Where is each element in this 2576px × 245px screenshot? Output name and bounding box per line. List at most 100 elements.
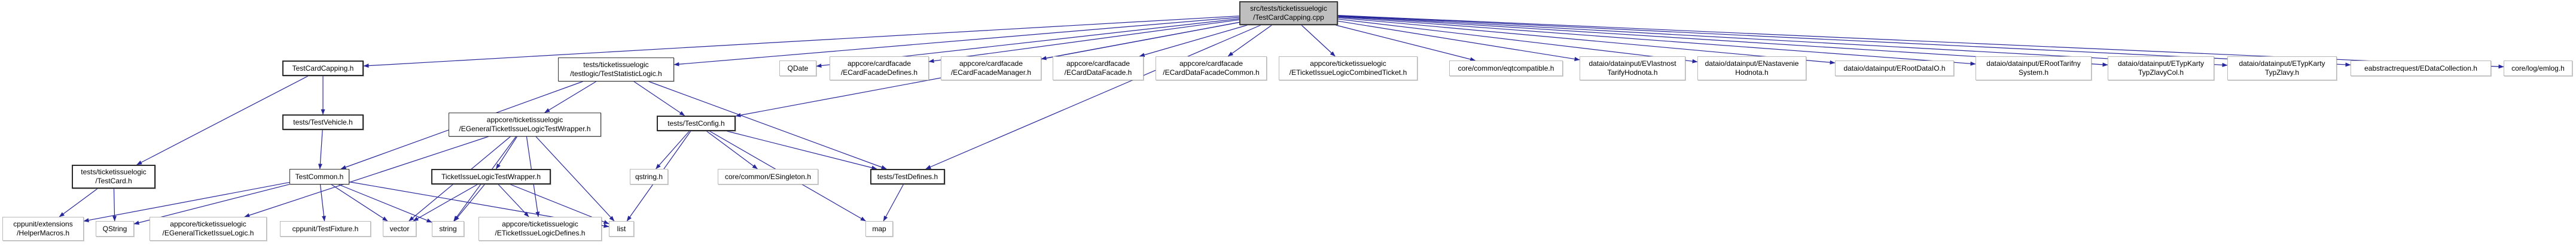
graph-node-label: tests/TestVehicle.h <box>293 117 353 126</box>
graph-node-label: TypZlavy.h <box>2264 68 2300 77</box>
include-edge-root-to-ecardfacademanager <box>1041 22 1240 61</box>
graph-node-label: dataio/datainput/ERootDataIO.h <box>1843 63 1946 72</box>
graph-node-eqtcompatible: core/common/eqtcompatible.h <box>1449 61 1563 76</box>
graph-node-label: dataio/datainput/ENastavenie <box>1705 59 1799 68</box>
graph-node-testdefines[interactable]: tests/TestDefines.h <box>870 169 945 184</box>
graph-node-label: appcore/ticketissuelogic <box>502 220 578 228</box>
graph-node-ecardfacadedefines: appcore/cardfacade/ECardFacadeDefines.h <box>830 56 929 80</box>
graph-node-label: map <box>872 224 886 233</box>
graph-node-helpermacros: cppunit/extensions/HelperMacros.h <box>2 217 84 241</box>
graph-node-label: appcore/ticketissuelogic <box>170 220 246 228</box>
graph-node-string: string <box>432 221 464 237</box>
graph-node-eticketcombined: appcore/ticketissuelogic/ETicketIssueLog… <box>1279 56 1417 80</box>
graph-node-label: /TestCardCapping.cpp <box>1253 13 1324 22</box>
graph-node-label: appcore/ticketissuelogic <box>1310 59 1386 68</box>
include-edge-teststatisticlogic-to-testconfig <box>633 81 685 116</box>
graph-node-label: TestCommon.h <box>295 172 344 181</box>
graph-node-label: tests/TestConfig.h <box>667 119 725 128</box>
include-edge-root-to-ecardfacadedefines <box>928 19 1240 63</box>
graph-node-label: cppunit/TestFixture.h <box>292 224 359 233</box>
graph-node-vector: vector <box>383 221 416 237</box>
graph-node-egeneralticketissuelogic: appcore/ticketissuelogic/EGeneralTicketI… <box>150 217 267 241</box>
graph-node-emlog: core/log/emlog.h <box>2504 61 2572 76</box>
graph-node-testcard[interactable]: tests/ticketissuelogic/TestCard.h <box>72 165 156 189</box>
graph-node-qstring_q: QString <box>96 221 134 237</box>
graph-node-testcommon[interactable]: TestCommon.h <box>289 169 349 184</box>
graph-node-testcardcapping_h[interactable]: TestCardCapping.h <box>282 61 364 76</box>
graph-node-ecarddatafacadecommon: appcore/cardfacade/ECardDataFacadeCommon… <box>1156 56 1267 80</box>
include-edge-testcommon-to-vector <box>331 184 388 222</box>
graph-node-label: dataio/datainput/ETypKarty <box>2239 59 2325 68</box>
graph-node-label: tests/ticketissuelogic <box>583 61 649 69</box>
graph-node-root: src/tests/ticketissuelogic/TestCardCappi… <box>1239 1 1338 25</box>
include-edge-testcard-to-helpermacros <box>59 188 98 217</box>
graph-node-edatacollection: eabstractrequest/EDataCollection.h <box>2351 61 2491 76</box>
graph-node-label: TypZlavyCol.h <box>2138 68 2184 77</box>
graph-node-label: QString <box>102 224 127 233</box>
include-edge-root-to-evlastnost <box>1337 20 1580 61</box>
graph-node-label: appcore/cardfacade <box>1179 59 1243 68</box>
graph-node-qstring_h: qstring.h <box>630 169 668 184</box>
include-edge-testcommon-to-testfixture <box>319 184 327 222</box>
graph-node-label: /testlogic/TestStatisticLogic.h <box>570 69 662 78</box>
graph-node-label: core/common/ESingleton.h <box>724 172 812 181</box>
graph-node-testvehicle[interactable]: tests/TestVehicle.h <box>282 114 364 130</box>
graph-node-egeneralwrapper[interactable]: appcore/ticketissuelogic/EGeneralTicketI… <box>449 113 601 137</box>
include-edge-root-to-testcardcapping_h <box>363 16 1240 68</box>
include-edge-testcardcapping_h-to-testcard <box>136 75 309 165</box>
include-edge-testcommon-to-string <box>338 184 432 223</box>
graph-node-erootdataio: dataio/datainput/ERootDataIO.h <box>1835 61 1954 76</box>
graph-node-label: list <box>617 224 626 233</box>
graph-node-label: /ETicketIssueLogicDefines.h <box>495 229 586 237</box>
include-edge-root-to-eroottarifny <box>1337 16 1976 66</box>
graph-node-label: appcore/cardfacade <box>1066 59 1130 68</box>
graph-node-ecarddatafacade: appcore/cardfacade/ECardDataFacade.h <box>1053 56 1144 80</box>
graph-node-label: /EGeneralTicketIssueLogicTestWrapper.h <box>459 125 591 133</box>
include-edge-root-to-erootdataio <box>1337 17 1836 65</box>
graph-node-testfixture: cppunit/TestFixture.h <box>280 221 371 237</box>
graph-node-label: /ETicketIssueLogicCombinedTicket.h <box>1289 68 1407 77</box>
graph-node-label: /ECardFacadeDefines.h <box>840 68 918 77</box>
graph-node-label: string <box>439 224 457 233</box>
include-edge-root-to-eqtcompatible <box>1336 25 1476 62</box>
graph-node-label: appcore/cardfacade <box>847 59 911 68</box>
graph-node-label: System.h <box>2018 68 2048 77</box>
graph-node-label: core/log/emlog.h <box>2511 63 2565 72</box>
graph-node-esingleton: core/common/ESingleton.h <box>718 169 818 184</box>
include-edge-testconfig-to-testdefines <box>727 131 877 170</box>
include-edge-teststatisticlogic-to-testdefines <box>648 81 887 170</box>
graph-node-label: TarifyHodnota.h <box>1607 68 1658 77</box>
graph-node-label: dataio/datainput/EVlastnost <box>1589 59 1676 68</box>
graph-node-teststatisticlogic[interactable]: tests/ticketissuelogic/testlogic/TestSta… <box>558 58 674 81</box>
graph-node-qdate: QDate <box>779 61 816 76</box>
graph-node-label: src/tests/ticketissuelogic <box>1250 4 1327 13</box>
graph-node-label: eabstractrequest/EDataCollection.h <box>2364 63 2477 72</box>
include-edge-ticketwrapper-to-eticketdefines <box>498 184 529 217</box>
graph-node-label: appcore/ticketissuelogic <box>486 116 563 124</box>
graph-node-map: map <box>865 221 893 237</box>
graph-node-ticketwrapper[interactable]: TicketIssueLogicTestWrapper.h <box>431 169 551 184</box>
graph-node-label: vector <box>389 224 410 233</box>
include-edge-root-to-enastavenie <box>1337 19 1698 63</box>
include-edge-root-to-teststatisticlogic <box>673 17 1240 66</box>
include-edge-egeneralwrapper-to-ticketwrapper <box>495 136 518 170</box>
include-edge-ticketwrapper-to-vector <box>413 184 478 222</box>
include-edge-testconfig-to-esingleton <box>706 131 758 170</box>
graph-node-label: core/common/eqtcompatible.h <box>1458 63 1554 72</box>
graph-node-label: TicketIssueLogicTestWrapper.h <box>441 172 541 181</box>
graph-node-label: /HelperMacros.h <box>16 229 70 237</box>
graph-node-testconfig[interactable]: tests/TestConfig.h <box>657 116 736 131</box>
graph-node-label: /EGeneralTicketIssueLogic.h <box>162 229 254 237</box>
graph-node-list: list <box>609 221 634 237</box>
graph-node-label: /TestCard.h <box>95 177 132 185</box>
include-edge-ticketwrapper-to-string <box>454 184 485 222</box>
graph-node-label: cppunit/extensions <box>13 220 73 228</box>
include-edge-teststatisticlogic-to-egeneralwrapper <box>544 81 597 113</box>
graph-node-ecardfacademanager: appcore/cardfacade/ECardFacadeManager.h <box>941 56 1041 80</box>
include-edge-testdefines-to-map <box>883 184 904 222</box>
